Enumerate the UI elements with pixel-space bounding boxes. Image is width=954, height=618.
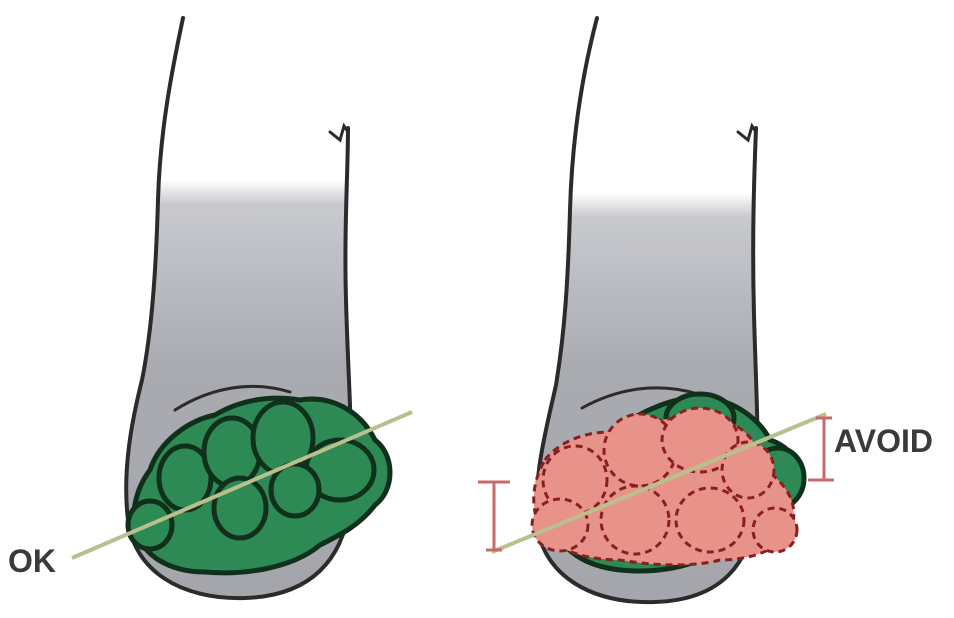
panel-ok: OK xyxy=(8,18,412,598)
label-avoid: AVOID xyxy=(834,423,933,459)
label-ok: OK xyxy=(8,543,56,579)
bracket-right xyxy=(808,418,834,480)
bracket-left xyxy=(478,482,510,550)
panel-avoid: AVOID xyxy=(478,18,933,602)
